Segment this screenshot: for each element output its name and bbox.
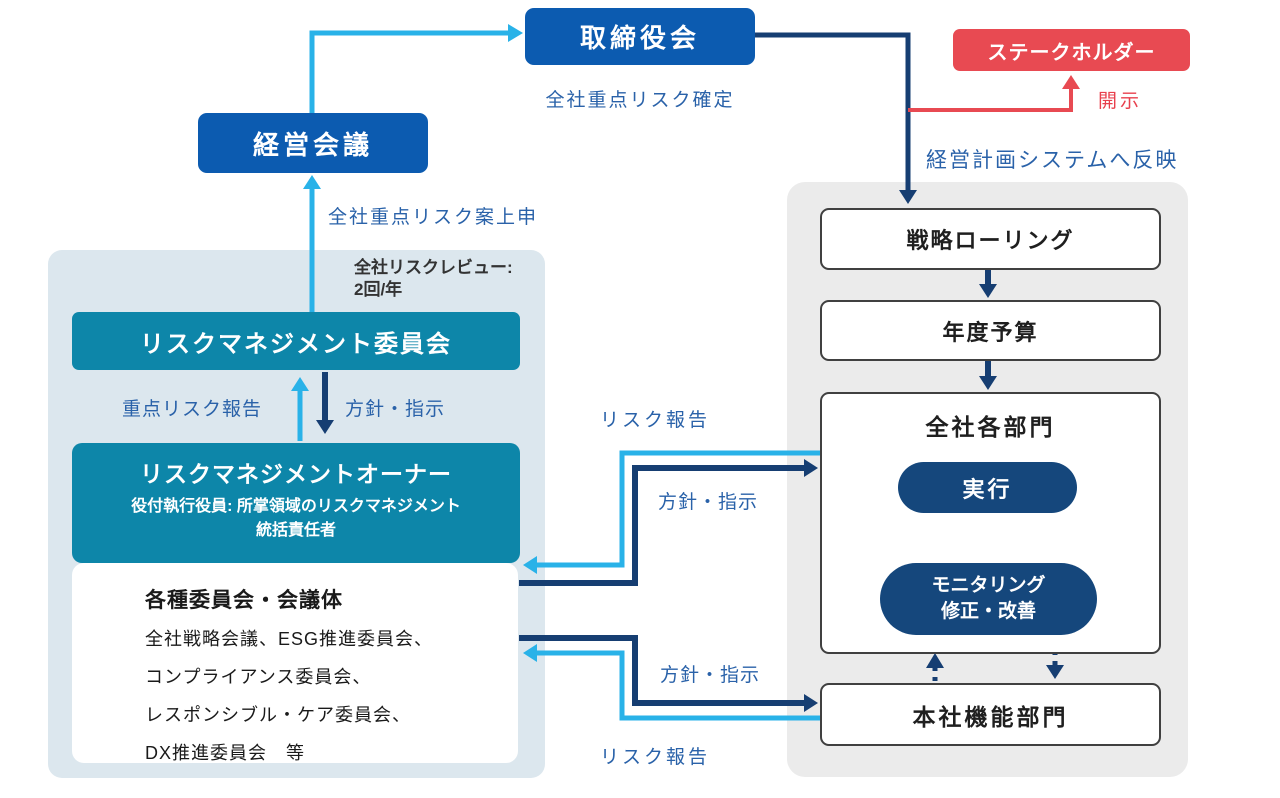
arrow-board-to-plan [755, 32, 911, 191]
hq-departments-box: 本社機能部門 [820, 683, 1161, 746]
committees-heading: 各種委員会・会議体 [145, 589, 343, 612]
risk-management-committee-box: リスクマネジメント委員会 [72, 312, 520, 370]
arrowhead [1062, 75, 1080, 89]
company-risk-review-note: 全社リスクレビュー: 2回/年 [354, 257, 513, 301]
review-note-line1: 全社リスクレビュー: [354, 258, 513, 277]
strategy-rolling-box: 戦略ローリング [820, 208, 1161, 270]
risk-management-owner-subtitle: 役付執行役員: 所掌領域のリスクマネジメント 統括責任者 [131, 495, 461, 543]
monitoring-pill: モニタリング 修正・改善 [880, 563, 1097, 635]
arrow-disclosure [908, 88, 1073, 112]
owner-subtitle-line2: 統括責任者 [255, 522, 336, 539]
stakeholder-label: ステークホルダー [987, 41, 1156, 64]
committees-list-item: レスポンシブル・ケア委員会、 [145, 705, 411, 725]
execute-label: 実行 [962, 476, 1013, 502]
priority-risk-report-label: 重点リスク報告 [122, 399, 263, 420]
reflect-to-system-label: 経営計画システムへ反映 [926, 149, 1179, 172]
owner-subtitle-line1: 役付執行役員: 所掌領域のリスクマネジメント [131, 498, 461, 515]
risk-management-owner-box: リスクマネジメントオーナー 役付執行役員: 所掌領域のリスクマネジメント 統括責… [72, 443, 520, 563]
board-of-directors-box: 取締役会 [525, 8, 755, 65]
risk-report-upper-label: リスク報告 [600, 410, 711, 431]
management-meeting-box: 経営会議 [198, 113, 428, 173]
annual-budget-label: 年度予算 [942, 319, 1039, 345]
committees-list-item: 全社戦略会議、ESG推進委員会、 [145, 629, 434, 649]
monitoring-label-line2: 修正・改善 [940, 601, 1036, 622]
policy-instruction-upper-label: 方針・指示 [658, 492, 759, 513]
review-note-line2: 2回/年 [354, 280, 403, 299]
arrow-policy-upper [519, 465, 805, 586]
management-meeting-label: 経営会議 [252, 129, 373, 160]
all-departments-label: 全社各部門 [925, 414, 1056, 440]
committees-box: 各種委員会・会議体 全社戦略会議、ESG推進委員会、 コンプライアンス委員会、 … [72, 563, 518, 763]
annual-budget-box: 年度予算 [820, 300, 1161, 361]
risk-management-owner-title: リスクマネジメントオーナー [140, 461, 452, 487]
risk-confirm-label: 全社重点リスク確定 [545, 90, 735, 111]
disclosure-label: 開示 [1098, 91, 1143, 112]
arrowhead [303, 175, 321, 189]
policy-instruction-lower-label: 方針・指示 [660, 665, 761, 686]
risk-proposal-label: 全社重点リスク案上申 [328, 207, 539, 228]
committees-list: 全社戦略会議、ESG推進委員会、 コンプライアンス委員会、 レスポンシブル・ケア… [145, 620, 433, 772]
execute-pill: 実行 [898, 462, 1077, 513]
risk-management-committee-label: リスクマネジメント委員会 [140, 330, 452, 358]
committees-list-item: コンプライアンス委員会、 [145, 667, 372, 687]
committees-list-item: DX推進委員会 等 [145, 743, 306, 763]
stakeholder-box: ステークホルダー [953, 29, 1190, 71]
arrowhead [508, 24, 523, 42]
arrow-meeting-to-board [309, 30, 508, 113]
policy-instruction-committee-label: 方針・指示 [345, 399, 446, 420]
hq-departments-label: 本社機能部門 [912, 703, 1069, 730]
monitoring-label-line1: モニタリング [931, 575, 1046, 596]
strategy-rolling-label: 戦略ローリング [906, 228, 1075, 253]
board-of-directors-label: 取締役会 [579, 23, 700, 53]
risk-report-lower-label: リスク報告 [600, 747, 711, 768]
